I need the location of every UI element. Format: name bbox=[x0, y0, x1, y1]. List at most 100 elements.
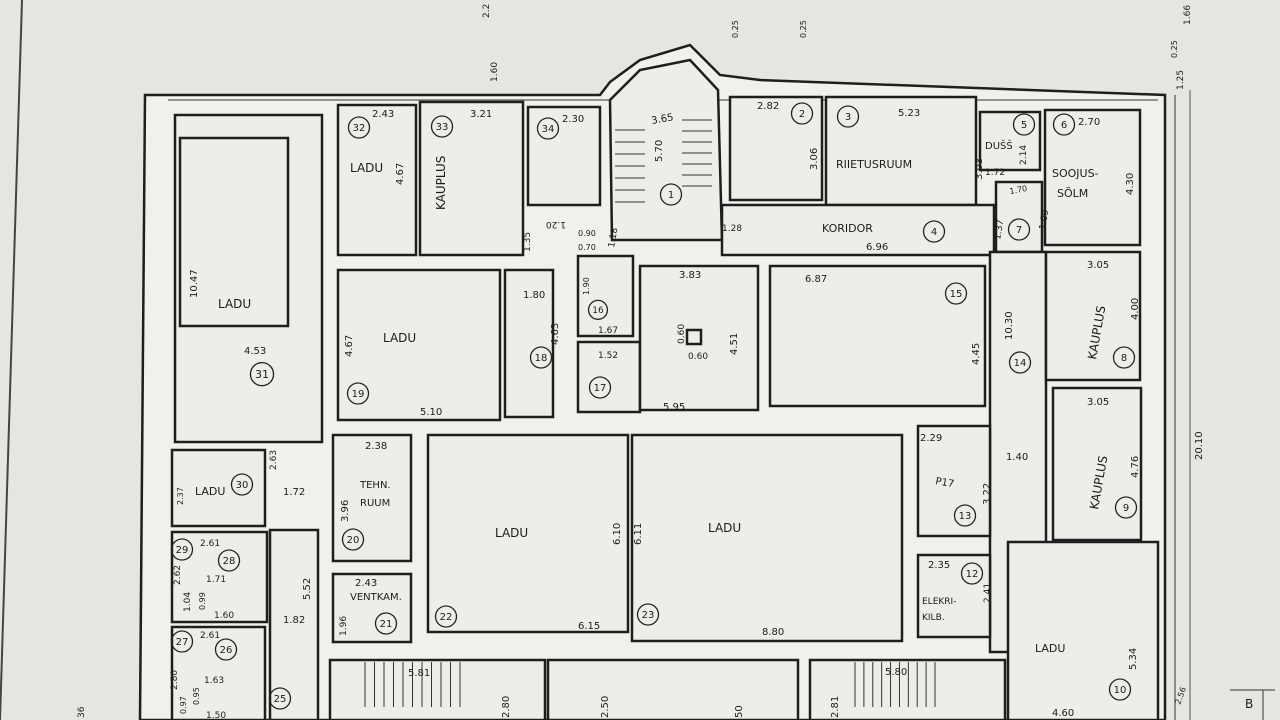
rooms-r16-dims-1-label: 1.67 bbox=[598, 326, 618, 336]
room-21 bbox=[331, 572, 413, 644]
pool-outline bbox=[178, 136, 290, 328]
rooms-r31-name-label: LADU bbox=[218, 297, 251, 311]
room-number-circle bbox=[659, 183, 683, 206]
plan-exterior_dims-6-label: 20.10 bbox=[1194, 431, 1205, 460]
rooms-r3-name-label: RIIETUSRUUM bbox=[836, 158, 912, 171]
rooms-r12-name2-label: KILB. bbox=[922, 613, 945, 623]
rooms-r8-dims-0-label: 3.05 bbox=[1087, 260, 1109, 271]
rooms-rx-dims-1-label: 4.51 bbox=[729, 333, 740, 355]
rooms-r22-name-label: LADU bbox=[495, 526, 528, 540]
room-2 bbox=[728, 95, 824, 202]
room-number-circle bbox=[960, 562, 984, 585]
rooms-rx-dims-3-label: 0.60 bbox=[677, 324, 687, 344]
room-29 bbox=[170, 530, 269, 624]
plan-exterior_dims-4-label: 0.25 bbox=[1170, 40, 1179, 58]
rooms-r23-name-label: LADU bbox=[708, 521, 741, 535]
rooms-r19-dims-1-label: 5.10 bbox=[420, 407, 442, 418]
rooms-r5-dims-1-label: 2.14 bbox=[1019, 145, 1029, 165]
rooms-r17-no-label: 17 bbox=[594, 383, 607, 394]
rooms-rx-dims-0-label: 3.83 bbox=[679, 270, 701, 281]
rooms-r12-name-label: ELEKRI- bbox=[922, 597, 956, 607]
rooms-r15-dims-1-label: 4.45 bbox=[971, 343, 982, 365]
rooms-r8-no-label: 8 bbox=[1121, 353, 1127, 364]
room-number-circle bbox=[1007, 218, 1031, 241]
rooms-r28-dims-1-label: 0.99 bbox=[198, 592, 207, 610]
rooms-r2-dims-0-label: 2.82 bbox=[757, 101, 779, 112]
plan-exterior_dims-5-label: 1.25 bbox=[1176, 70, 1186, 90]
rooms-r20-dims-0-label: 2.38 bbox=[365, 441, 387, 452]
rooms-r28-no-label: 28 bbox=[223, 556, 236, 567]
rooms-r22-no-label: 22 bbox=[440, 612, 453, 623]
sheet-mark-frame bbox=[1230, 689, 1275, 720]
room-bottom-mid bbox=[546, 658, 800, 720]
rooms-r22-dims-0-label: 6.15 bbox=[578, 621, 600, 632]
plan-sheet_mark-label: B bbox=[1245, 697, 1253, 711]
rooms-r33-dims-0-label: 3.21 bbox=[470, 109, 492, 120]
room-number-circle bbox=[1114, 496, 1138, 519]
rooms-r9-dims-0-label: 3.05 bbox=[1087, 397, 1109, 408]
rooms-r10-no-label: 10 bbox=[1114, 685, 1127, 696]
rooms-r25-dims-1-label: 1.82 bbox=[283, 615, 305, 626]
rooms-r4-dims-0-label: 6.96 bbox=[866, 242, 888, 253]
plan-misc_dims-0-label: 5.81 bbox=[408, 668, 430, 679]
rooms-rx-dims-4-label: 0.60 bbox=[688, 352, 708, 362]
rooms-r19-no-label: 19 bbox=[352, 389, 365, 400]
room-number-circle bbox=[214, 638, 238, 661]
room-number-circle bbox=[268, 687, 292, 710]
rooms-r15-dims-0-label: 6.87 bbox=[805, 274, 827, 285]
plan-exterior_dims-8-label: 2.2 bbox=[482, 4, 492, 18]
room-10 bbox=[1006, 540, 1160, 720]
rooms-r10-dims-1-label: 4.60 bbox=[1052, 708, 1074, 719]
room-5 bbox=[978, 110, 1042, 172]
room-number-circle bbox=[922, 220, 946, 243]
labels: 31LADU10.474.5332LADU2.434.6733KAUPLUS3.… bbox=[77, 4, 1275, 720]
room-16 bbox=[576, 254, 635, 338]
rooms-r31-dims-0-label: 10.47 bbox=[189, 269, 200, 298]
rooms-r8-dims-1-label: 4.00 bbox=[1130, 298, 1141, 320]
room-number-circle bbox=[836, 105, 860, 128]
rooms-r20-name-label: TEHN. bbox=[359, 480, 391, 491]
rooms-r21-dims-1-label: 1.96 bbox=[339, 616, 349, 636]
room-12 bbox=[916, 553, 992, 639]
rooms-r5-dims-0-label: 1.72 bbox=[985, 168, 1005, 178]
room-number-circle bbox=[170, 538, 194, 561]
room-number-circle bbox=[636, 603, 660, 626]
rooms-r26-no-label: 26 bbox=[220, 645, 233, 656]
rooms-r30-dims-1-label: 2.63 bbox=[269, 450, 279, 470]
room-number-circle bbox=[347, 116, 371, 139]
rooms-r2-no-label: 2 bbox=[799, 109, 805, 120]
rooms-r31-dims-1-label: 4.53 bbox=[244, 346, 266, 357]
rooms-r30-name-label: LADU bbox=[195, 485, 225, 498]
rooms-r30-no-label: 30 bbox=[236, 480, 249, 491]
plan-exterior_dims-3-label: 1.66 bbox=[1183, 5, 1193, 25]
rooms-r21-no-label: 21 bbox=[380, 619, 393, 630]
plan-exterior_dims-2-label: 0.25 bbox=[799, 20, 808, 38]
rooms-r6-name2-label: SÕLM bbox=[1057, 187, 1088, 200]
rooms-r16-dims-3-label: 0.70 bbox=[578, 243, 596, 252]
rooms-r12-dims-1-label: 2.41 bbox=[983, 583, 993, 603]
room-number-circle bbox=[170, 630, 194, 653]
rooms-r34-dims-3-label: 1.18 bbox=[607, 227, 620, 249]
rooms-r26-dims-1-label: 0.95 bbox=[192, 687, 201, 705]
rooms-r14-dims-0-label: 10.30 bbox=[1004, 311, 1015, 340]
rooms-r28-dims-0-label: 1.71 bbox=[206, 575, 226, 585]
rooms-r21-dims-0-label: 2.43 bbox=[355, 578, 377, 589]
rooms-r34-dims-1-label: 1.35 bbox=[523, 232, 533, 252]
rooms-r32-dims-1-label: 4.67 bbox=[395, 163, 406, 185]
rooms-r34-dims-0-label: 2.30 bbox=[562, 114, 584, 125]
room-number-circle bbox=[587, 299, 609, 320]
rooms-r17-dims-0-label: 1.52 bbox=[598, 351, 618, 361]
plan-exterior_dims-9-label: 36 bbox=[77, 706, 87, 718]
room-number-circle bbox=[374, 612, 398, 635]
rooms-r12-dims-0-label: 2.35 bbox=[928, 560, 950, 571]
rooms-r23-no-label: 23 bbox=[642, 610, 655, 621]
rooms-r1-dims-0-label: 3.65 bbox=[651, 112, 675, 127]
rooms-r6-dims-0-label: 2.70 bbox=[1078, 117, 1100, 128]
rooms-r16-dims-2-label: 0.90 bbox=[578, 229, 596, 238]
room-number-circle bbox=[1012, 113, 1036, 136]
rooms-r20-name2-label: RUUM bbox=[360, 498, 390, 509]
room-number-circle bbox=[230, 473, 254, 496]
rooms-r3-no-label: 3 bbox=[845, 112, 851, 123]
rooms-r20-dims-1-label: 3.96 bbox=[340, 500, 351, 522]
